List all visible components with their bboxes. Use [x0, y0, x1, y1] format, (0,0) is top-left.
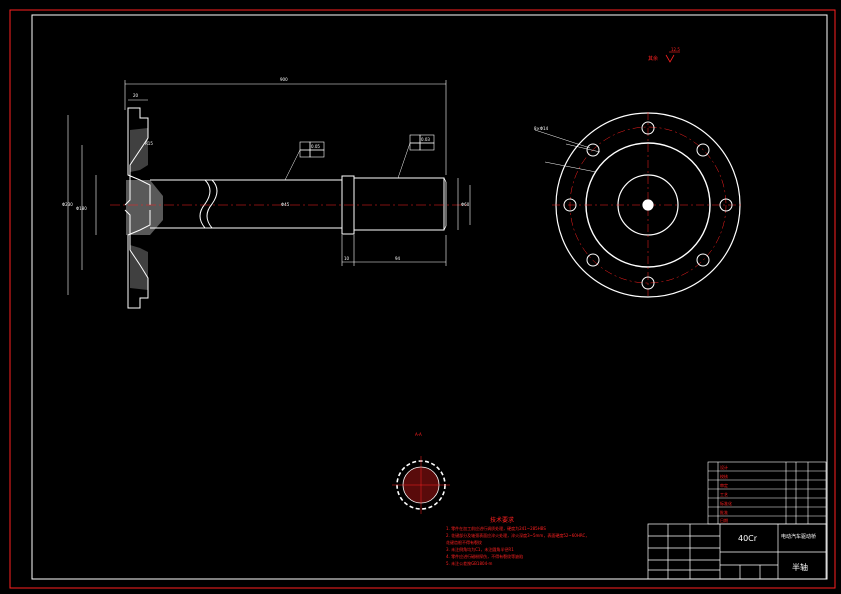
- parts-list-text: 设计 校核 审定 工艺 标准化 批准 日期: [720, 464, 732, 523]
- flange-thickness-dim: 20: [133, 93, 139, 98]
- roughness-note: 其余 12.5: [648, 47, 680, 63]
- tech-req-line: 花键齿根不得有裂纹: [446, 539, 482, 545]
- tech-req-line: 5. 未注公差按GB1804-m: [446, 560, 493, 566]
- runout-1-value: 0.05: [311, 144, 320, 149]
- parts-list-item: 审定: [720, 482, 728, 488]
- tech-req-line: 4. 零件应进行磁粉探伤，不得有裂纹等缺陷: [446, 553, 523, 559]
- parts-list-item: 校核: [720, 473, 728, 479]
- tech-req-line: 3. 未注倒角均为C1，未注圆角半径R1: [446, 546, 514, 552]
- shoulder-length-dim: 10: [344, 256, 350, 261]
- fillet-radius-dim: R15: [145, 141, 153, 146]
- tech-req-line: 2. 花键部分及轴颈表面应淬火处理，淬火深度3~5mm，表面硬度52~60HRC…: [446, 532, 589, 538]
- section-label: A-A: [415, 432, 422, 437]
- shaft-side-view: [110, 107, 470, 309]
- bolt-holes: [563, 121, 733, 290]
- side-view-dimensions: [67, 80, 471, 295]
- runout-frame-1: 0.05: [284, 141, 325, 181]
- hole-pattern-label: 8×Φ14: [534, 126, 549, 131]
- parts-list: [707, 461, 827, 525]
- bolt-circle-dim: Φ180: [76, 206, 87, 211]
- overall-length-dim: 900: [280, 77, 288, 82]
- flange-end-view: [552, 112, 744, 298]
- end-view-leaders: [534, 129, 601, 173]
- title-material: 40Cr: [738, 534, 758, 543]
- bearing-diameter-dim: Φ60: [461, 202, 470, 207]
- spline-section: A-A: [392, 432, 450, 514]
- outer-frame: [9, 9, 836, 589]
- parts-list-item: 标准化: [720, 500, 732, 506]
- side-view-dimension-text: 900 20 94 10 Φ45 Φ60 Φ230 Φ180 R15: [62, 77, 470, 261]
- inner-frame: [31, 14, 828, 580]
- runout-2-value: 0.03: [421, 137, 430, 142]
- runout-frame-2: 0.03: [397, 134, 435, 179]
- title-block: [647, 523, 827, 580]
- parts-list-item: 设计: [720, 464, 728, 470]
- parts-list-item: 批准: [720, 509, 728, 515]
- roughness-value: 12.5: [671, 47, 680, 52]
- title-part-name: 半轴: [792, 562, 808, 572]
- shaft-diameter-dim: Φ45: [281, 202, 290, 207]
- title-company: 电动汽车驱动桥: [781, 533, 816, 540]
- parts-list-item: 工艺: [720, 492, 728, 497]
- tech-req-line: 1. 零件在加工前应进行调质处理，硬度为241~285HBS: [446, 525, 546, 531]
- bearing-length-dim: 94: [395, 256, 401, 261]
- flange-diameter-dim: Φ230: [62, 202, 73, 207]
- technical-requirements: 技术要求 1. 零件在加工前应进行调质处理，硬度为241~285HBS 2. 花…: [446, 516, 589, 566]
- tech-req-title: 技术要求: [490, 516, 514, 524]
- parts-list-item: 日期: [720, 517, 728, 523]
- roughness-label: 其余: [648, 55, 658, 62]
